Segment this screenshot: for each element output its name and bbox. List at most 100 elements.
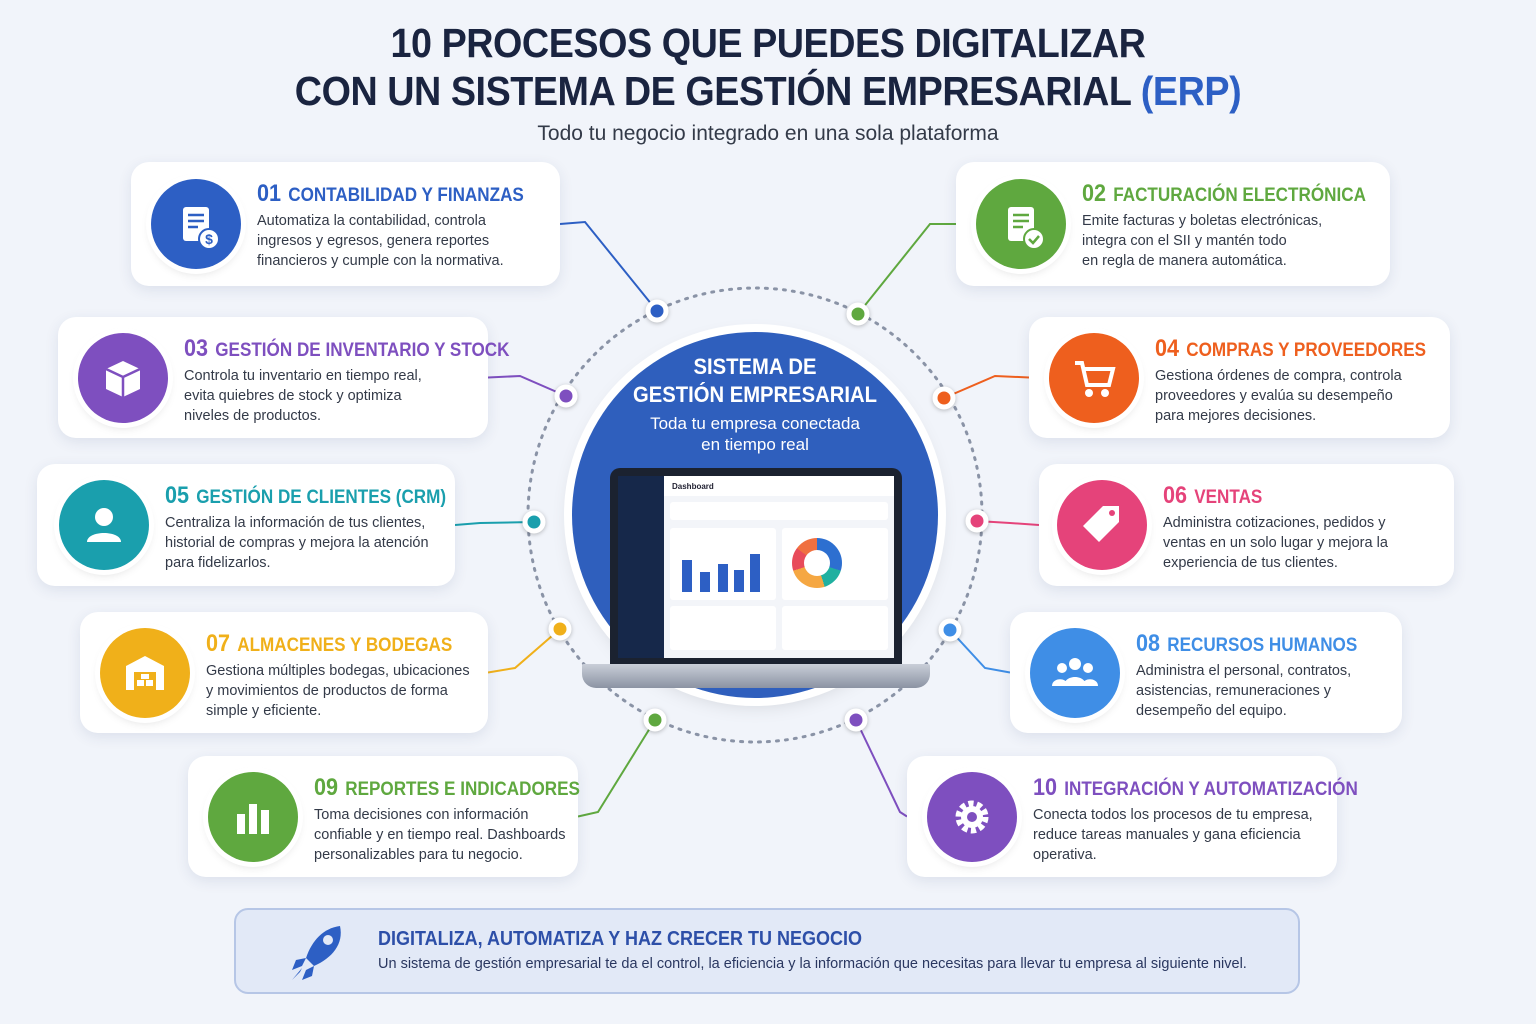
process-title-text: RECURSOS HUMANOS: [1167, 635, 1358, 656]
connector-line-07: [487, 628, 561, 674]
process-card-04: 04 COMPRAS Y PROVEEDORES Gestiona órdenes…: [1029, 317, 1450, 438]
banner-text: Un sistema de gestión empresarial te da …: [378, 956, 1247, 972]
connector-dot-10: [844, 708, 868, 732]
process-title-text: INTEGRACIÓN Y AUTOMATIZACIÓN: [1064, 779, 1358, 800]
process-title: 10 INTEGRACIÓN Y AUTOMATIZACIÓN: [1033, 774, 1358, 802]
hub-title-line1: SISTEMA DE: [693, 354, 817, 379]
hub-subtitle-line1: Toda tu empresa conectada: [650, 414, 860, 433]
process-title-text: ALMACENES Y BODEGAS: [237, 635, 453, 656]
process-description: Automatiza la contabilidad, controla ing…: [257, 213, 504, 269]
connector-dot-08: [938, 618, 962, 642]
box-icon: [78, 332, 168, 423]
process-card-08: 08 RECURSOS HUMANOS Administra el persona…: [1010, 612, 1402, 733]
process-card-05: 05 GESTIÓN DE CLIENTES (CRM) Centraliza l…: [37, 464, 455, 586]
process-description: Administra cotizaciones, pedidos y venta…: [1163, 515, 1388, 571]
connector-line-03: [487, 374, 567, 397]
process-number: 01: [257, 180, 282, 207]
bar-chart-icon: [208, 771, 298, 862]
process-title: 05 GESTIÓN DE CLIENTES (CRM): [165, 482, 446, 510]
process-title-text: VENTAS: [1194, 487, 1263, 508]
process-title-text: CONTABILIDAD Y FINANZAS: [288, 185, 524, 206]
process-title-text: COMPRAS Y PROVEEDORES: [1186, 340, 1427, 361]
process-number: 05: [165, 482, 190, 509]
process-title: 03 GESTIÓN DE INVENTARIO Y STOCK: [184, 335, 509, 363]
process-description: Centraliza la información de tus cliente…: [165, 515, 429, 571]
process-description: Emite facturas y boletas electrónicas, i…: [1082, 213, 1323, 269]
process-title: 04 COMPRAS Y PROVEEDORES: [1155, 335, 1426, 363]
process-card-03: 03 GESTIÓN DE INVENTARIO Y STOCK Controla…: [58, 317, 509, 438]
process-description: Gestiona órdenes de compra, controla pro…: [1155, 368, 1402, 424]
connector-line-10: [855, 719, 908, 818]
process-title: 08 RECURSOS HUMANOS: [1136, 630, 1357, 658]
svg-text:$: $: [205, 231, 213, 247]
process-title-text: FACTURACIÓN ELECTRÓNICA: [1113, 185, 1366, 206]
process-title: 07 ALMACENES Y BODEGAS: [206, 630, 452, 658]
process-description: Gestiona múltiples bodegas, ubicaciones …: [206, 663, 470, 719]
connector-line-01: [559, 220, 658, 312]
process-number: 02: [1082, 180, 1107, 207]
team-icon: [1030, 627, 1120, 718]
process-title: 02 FACTURACIÓN ELECTRÓNICA: [1082, 180, 1366, 208]
connector-line-09: [577, 719, 656, 818]
process-number: 03: [184, 335, 209, 362]
process-card-02: 02 FACTURACIÓN ELECTRÓNICA Emite facturas…: [956, 162, 1390, 286]
user-icon: [59, 480, 149, 570]
donut-chart-widget: [782, 528, 888, 600]
process-number: 08: [1136, 630, 1161, 657]
dashboard-sidebar: [618, 476, 664, 658]
price-tag-icon: [1057, 480, 1147, 570]
connector-dot-07: [548, 617, 572, 641]
process-card-06: 06 VENTAS Administra cotizaciones, pedido…: [1039, 464, 1454, 586]
shopping-cart-icon: [1049, 332, 1139, 423]
process-number: 07: [206, 630, 231, 657]
document-check-icon: [976, 179, 1066, 269]
bottom-banner: DIGITALIZA, AUTOMATIZA Y HAZ CRECER TU N…: [234, 908, 1300, 994]
process-title-text: GESTIÓN DE INVENTARIO Y STOCK: [215, 340, 510, 361]
connector-line-02: [857, 223, 956, 315]
process-title: 06 VENTAS: [1163, 482, 1262, 510]
gear-icon: [927, 771, 1017, 862]
bar-chart-widget: [670, 528, 776, 600]
process-card-09: 09 REPORTES E INDICADORES Toma decisiones…: [188, 756, 580, 877]
dashboard-main: Dashboard: [664, 476, 894, 658]
process-title-text: REPORTES E INDICADORES: [345, 779, 580, 800]
invoice-dollar-icon: $: [151, 179, 241, 269]
connector-line-08: [949, 629, 1011, 674]
laptop-base: [582, 664, 930, 688]
connector-line-04: [943, 374, 1030, 399]
process-description: Conecta todos los procesos de tu empresa…: [1033, 807, 1313, 863]
connector-dot-04: [932, 386, 956, 410]
process-card-07: 07 ALMACENES Y BODEGAS Gestiona múltiples…: [80, 612, 488, 733]
title-accent: (ERP): [1140, 68, 1242, 114]
dashboard-title: Dashboard: [664, 476, 894, 496]
process-title-text: GESTIÓN DE CLIENTES (CRM): [196, 487, 447, 508]
page-subtitle: Todo tu negocio integrado en una sola pl…: [537, 122, 999, 145]
connector-dot-09: [643, 708, 667, 732]
process-title: 09 REPORTES E INDICADORES: [314, 774, 580, 802]
connector-dot-01: [645, 299, 669, 323]
connector-dot-03: [554, 384, 578, 408]
hub-subtitle-line2: en tiempo real: [701, 435, 809, 454]
connector-dot-05: [522, 510, 546, 534]
process-card-01: $ 01 CONTABILIDAD Y FINANZAS Automatiza l…: [131, 162, 560, 286]
connector-dot-06: [965, 509, 989, 533]
process-title: 01 CONTABILIDAD Y FINANZAS: [257, 180, 524, 208]
page-title-line1: 10 PROCESOS QUE PUEDES DIGITALIZAR: [390, 20, 1146, 66]
warehouse-icon: [100, 627, 190, 718]
banner-title: DIGITALIZA, AUTOMATIZA Y HAZ CRECER TU N…: [378, 928, 863, 950]
rocket-icon: [292, 926, 341, 980]
process-number: 06: [1163, 482, 1188, 509]
process-description: Toma decisiones con información confiabl…: [314, 807, 566, 863]
process-description: Administra el personal, contratos, asist…: [1136, 663, 1352, 719]
process-card-10: 10 INTEGRACIÓN Y AUTOMATIZACIÓN Conecta t…: [907, 756, 1358, 877]
process-number: 09: [314, 774, 339, 801]
connector-dot-02: [846, 302, 870, 326]
process-description: Controla tu inventario en tiempo real, e…: [184, 368, 422, 424]
page-title-line2: CON UN SISTEMA DE GESTIÓN EMPRESARIAL (E…: [61, 68, 1474, 115]
process-number: 10: [1033, 774, 1058, 801]
process-number: 04: [1155, 335, 1180, 362]
connector-line-05: [454, 521, 535, 526]
hub-title-line2: GESTIÓN EMPRESARIAL: [632, 382, 878, 407]
title-text: CON UN SISTEMA DE GESTIÓN EMPRESARIAL: [294, 68, 1131, 114]
